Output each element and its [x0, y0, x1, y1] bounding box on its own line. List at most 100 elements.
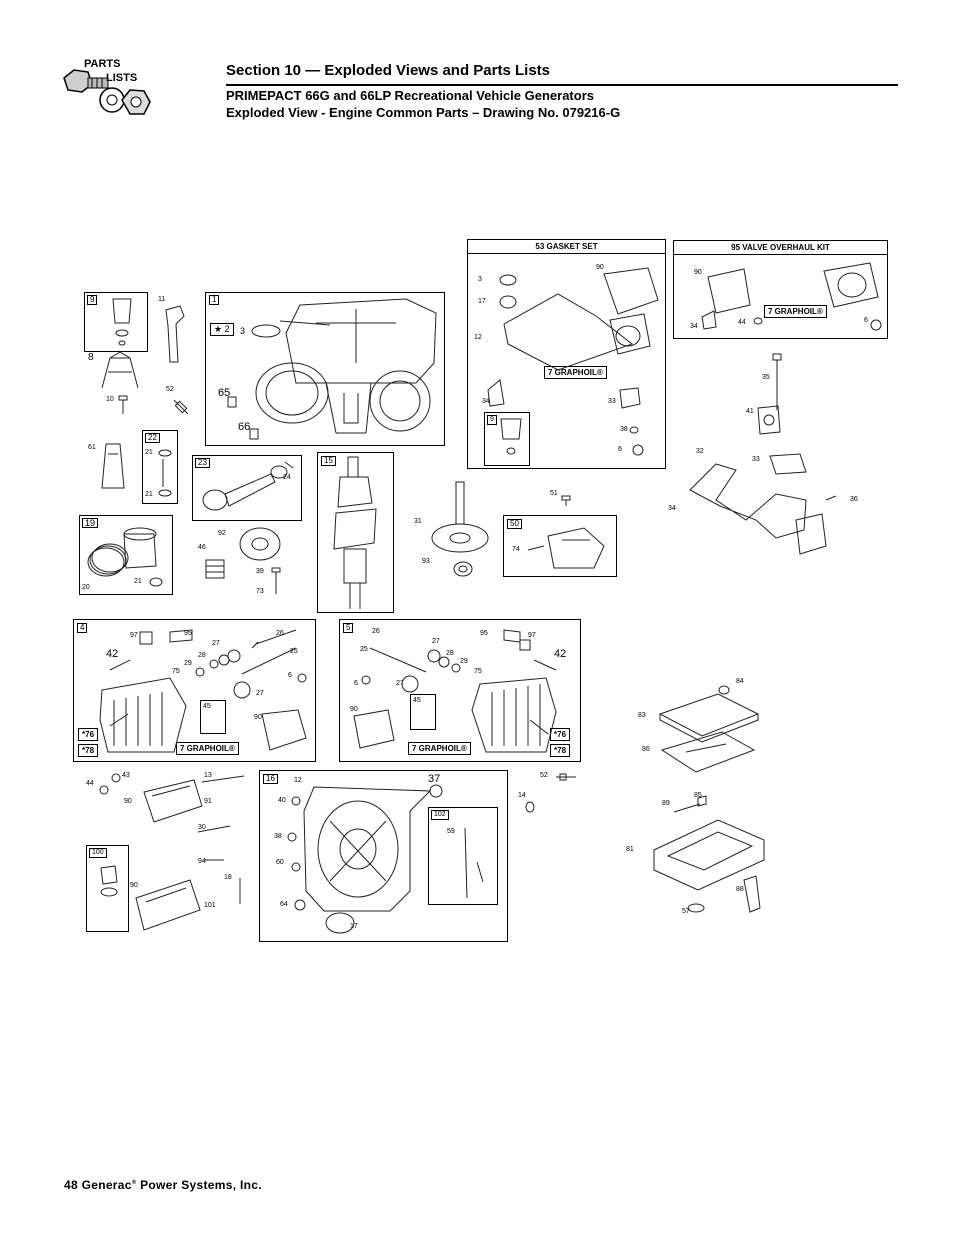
b-callout-18: 18 [224, 874, 232, 881]
page-footer: 48 Generac® Power Systems, Inc. [64, 1178, 262, 1192]
callout-52: 52 [166, 386, 174, 393]
r-callout-41: 41 [746, 408, 754, 415]
g-callout-29: 29 [460, 658, 468, 665]
item-100-box: 100 [86, 845, 129, 932]
callout-46: 46 [198, 544, 206, 551]
item-1-crankcase-box: 1 ★ 2 3 65 66 [205, 292, 445, 446]
s-callout-64: 64 [280, 901, 288, 908]
b-callout-13: 13 [204, 772, 212, 779]
b-callout-91: 91 [204, 798, 212, 805]
callout-21a: 21 [145, 449, 153, 456]
gs-callout-3: 3 [478, 276, 482, 283]
callout-21b: 21 [145, 491, 153, 498]
f-callout-57: 57 [682, 908, 690, 915]
callout-61: 61 [88, 444, 96, 451]
r-callout-32: 32 [696, 448, 704, 455]
dipstick-icon [464, 827, 484, 899]
page-number: 48 [64, 1178, 78, 1192]
h-callout-90: 90 [254, 714, 262, 721]
item-15-crankshaft-box: 15 [317, 452, 394, 613]
o-callout-52: 52 [540, 772, 548, 779]
gs-callout-6: 6 [618, 446, 622, 453]
nut-icon [525, 801, 535, 813]
footer-company-suffix: Power Systems, Inc. [140, 1178, 262, 1192]
s-callout-60: 60 [276, 859, 284, 866]
gasket-set-parts-icon [487, 267, 659, 456]
gs-callout-90: 90 [596, 264, 604, 271]
f-callout-83: 83 [638, 712, 646, 719]
item-19-piston-box: 19 20 21 [79, 515, 173, 595]
vk-graphoil-tag: 7 GRAPHOIL® [764, 305, 827, 318]
clip-icon [158, 449, 172, 497]
valve-overhaul-kit-box: 95 VALVE OVERHAUL KIT 90 7 GRAPHOIL® 34 … [673, 240, 888, 339]
g-callout-28: 28 [446, 650, 454, 657]
logo-line-lists: LISTS [106, 72, 138, 84]
star-2-tag: ★ 2 [210, 323, 234, 336]
m-callout-74: 74 [512, 546, 520, 553]
callout-21c: 21 [134, 578, 142, 585]
m-callout-51: 51 [550, 490, 558, 497]
b-callout-101: 101 [204, 902, 216, 909]
camshaft-gear-icon [431, 481, 489, 553]
s-callout-37: 37 [428, 773, 441, 785]
g-callout-26: 26 [372, 628, 380, 635]
g-callout-42: 42 [554, 648, 567, 660]
h-callout-28: 28 [198, 652, 206, 659]
item-16-crankcase-cover-box: 16 12 37 40 38 60 64 17 102 59 [259, 770, 508, 942]
vk-callout-44: 44 [738, 319, 746, 326]
b-callout-90b: 90 [130, 882, 138, 889]
g-callout-45: 45 [413, 697, 421, 704]
item-5-cylinder-head-box: 5 26 27 95 97 25 28 29 42 75 6 27 45 90 … [339, 619, 581, 762]
gs-callout-38: 38 [620, 426, 628, 433]
governor-assembly-icon [527, 527, 605, 569]
h-callout-45: 45 [203, 703, 211, 710]
r-callout-35: 35 [762, 374, 770, 381]
bracket-icon [101, 351, 139, 389]
g-callout-25: 25 [360, 646, 368, 653]
callout-3: 3 [240, 326, 246, 336]
gasket-set-title: 53 GASKET SET [468, 240, 665, 254]
f-callout-81: 81 [626, 846, 634, 853]
g-graphoil-tag: 7 GRAPHOIL® [408, 742, 471, 755]
f-callout-89: 89 [662, 800, 670, 807]
h-callout-42: 42 [106, 648, 119, 660]
s-callout-38: 38 [274, 833, 282, 840]
g-callout-95: 95 [480, 630, 488, 637]
callout-65: 65 [218, 387, 231, 399]
g-callout-6: 6 [354, 680, 358, 687]
g-callout-97: 97 [528, 632, 536, 639]
item-23-connecting-rod-box: 23 24 [192, 455, 302, 521]
cylinder-head-right-icon [353, 629, 557, 753]
connecting-rod-icon [202, 461, 294, 511]
b-callout-44: 44 [86, 780, 94, 787]
item-9-box: 9 [84, 292, 148, 352]
s-callout-16: 16 [263, 774, 278, 784]
bolt-icon [271, 567, 281, 594]
callout-9: 9 [87, 295, 98, 305]
callout-1: 1 [209, 295, 220, 305]
h-callout-4: 4 [77, 623, 88, 633]
callout-73: 73 [256, 588, 264, 595]
h-callout-27b: 27 [256, 690, 264, 697]
h-callout-25: 25 [290, 648, 298, 655]
h-callout-75: 75 [172, 668, 180, 675]
callout-20: 20 [82, 584, 90, 591]
callout-24: 24 [283, 474, 291, 481]
spark-plug-icon [173, 399, 189, 415]
gs-callout-12: 12 [474, 334, 482, 341]
m-callout-31: 31 [414, 518, 422, 525]
m-callout-50: 50 [507, 519, 522, 529]
g-item-45-box: 45 [410, 694, 436, 730]
subtitle-model: PRIMEPACT 66G and 66LP Recreational Vehi… [226, 88, 594, 103]
registered-mark: ® [131, 1180, 137, 1186]
o-callout-14: 14 [518, 792, 526, 799]
gs-item-9-box: 9 [484, 412, 530, 466]
filter-block-icon [205, 559, 225, 579]
callout-19: 19 [82, 518, 99, 528]
r-callout-33: 33 [752, 456, 760, 463]
callout-11: 11 [158, 296, 166, 303]
crankcase-cover-icon [287, 784, 443, 934]
gs-callout-34: 34 [482, 398, 490, 405]
callout-15: 15 [321, 456, 336, 466]
